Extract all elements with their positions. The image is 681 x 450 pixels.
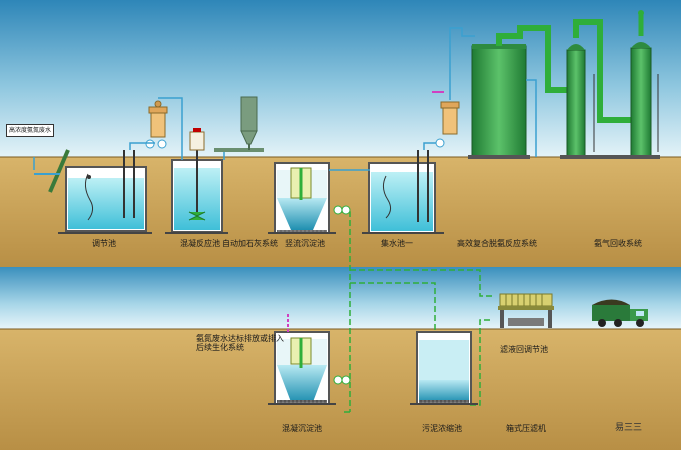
- deamm-reactor-label: 高效复合脱氨反应系统: [457, 239, 537, 248]
- coag-reaction-tank: [165, 128, 228, 234]
- watermark: 易三三: [615, 423, 643, 433]
- deammoniation-reactor: [468, 44, 530, 159]
- vertical-settler-label: 竖流沉淀池: [285, 239, 325, 248]
- collection-tank-1: [362, 150, 444, 234]
- box-filter-press-label: 箱式压滤机: [506, 424, 546, 433]
- ammonia-recovery-label: 氨气回收系统: [594, 239, 642, 248]
- coag-reaction-tank-label: 混凝反应池: [180, 239, 220, 248]
- coag-settler-label: 混凝沉淀池: [282, 424, 322, 433]
- vertical-settler: [268, 162, 336, 234]
- auto-lime-system-label: 自动加石灰系统: [222, 239, 278, 248]
- discharge-note: 氨氮废水达标排放或排入后续生化系统: [196, 334, 284, 352]
- lower-sky: [0, 267, 681, 329]
- regulating-tank: [34, 149, 152, 234]
- inlet-tag: 高浓度氨氮废水: [6, 124, 55, 137]
- dosing-column-1: [145, 100, 168, 149]
- sludge-thickener: [410, 331, 478, 405]
- dosing-column-2: [432, 91, 460, 148]
- lower-ground: [0, 329, 681, 450]
- sludge-truck: [592, 299, 648, 327]
- filter-press: [498, 293, 554, 328]
- sludge-thickener-label: 污泥浓缩池: [422, 424, 462, 433]
- collection-tank-1-label: 集水池一: [381, 239, 413, 248]
- ammonia-recovery-towers: [496, 10, 660, 159]
- lime-silo: [214, 96, 264, 152]
- sludge-pumps: [333, 205, 351, 385]
- filtrate-return-label: 滤液回调节池: [500, 345, 548, 354]
- upper-piping: [33, 27, 537, 171]
- coag-settler: [268, 314, 336, 405]
- regulating-tank-label: 调节池: [92, 239, 116, 248]
